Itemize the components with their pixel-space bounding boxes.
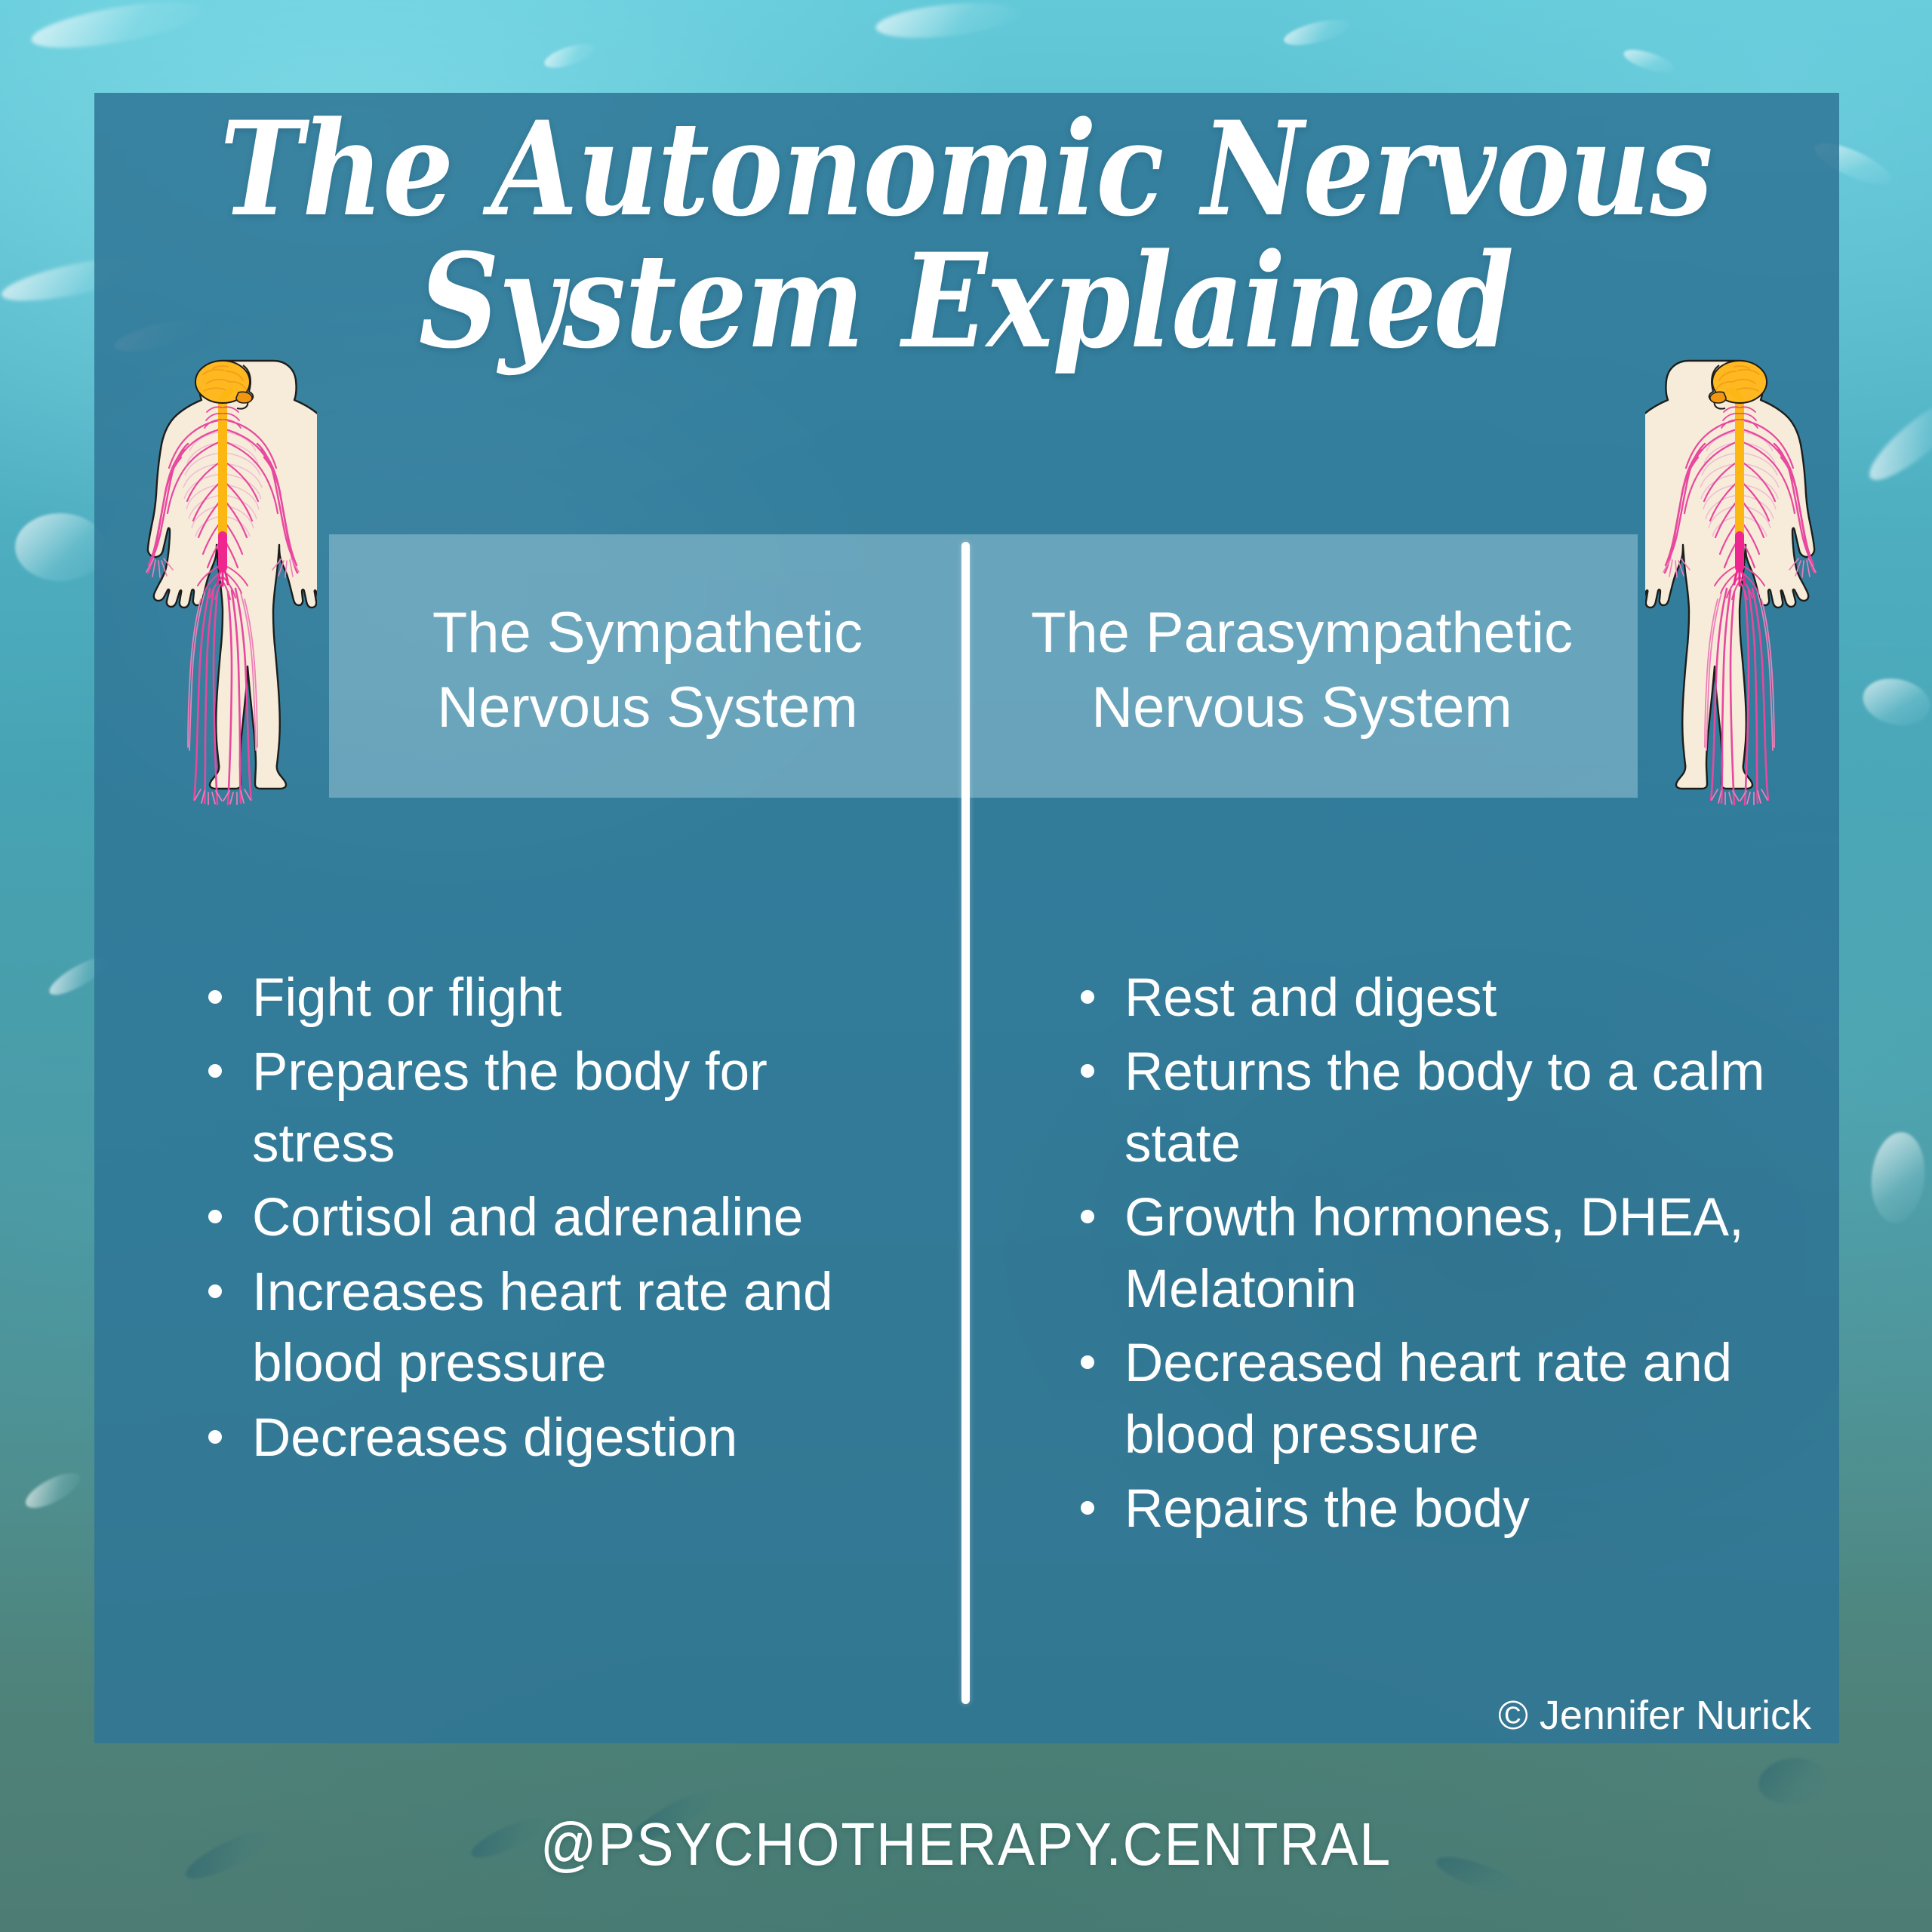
list-item: Decreased heart rate and blood pressure: [1070, 1328, 1780, 1471]
vertical-divider: [961, 542, 970, 1704]
list-item: Cortisol and adrenaline: [198, 1183, 900, 1254]
copyright-credit: © Jennifer Nurick: [1498, 1693, 1811, 1738]
column-header-band: [329, 534, 1638, 798]
list-item: Fight or flight: [198, 963, 900, 1034]
list-item: Returns the body to a calm state: [1070, 1037, 1780, 1180]
column-heading-sympathetic: The Sympathetic Nervous System: [432, 600, 863, 740]
water-droplet: [15, 513, 106, 581]
bullet-list-sympathetic: Fight or flight Prepares the body for st…: [198, 963, 900, 1477]
nervous-system-figure-left: [128, 347, 317, 830]
list-item: Growth hormones, DHEA, Melatonin: [1070, 1183, 1780, 1325]
list-item: Prepares the body for stress: [198, 1037, 900, 1180]
list-item: Increases heart rate and blood pressure: [198, 1257, 900, 1400]
column-heading-parasympathetic: The Parasympathetic Nervous System: [1030, 600, 1574, 740]
list-item: Repairs the body: [1070, 1474, 1780, 1545]
bullet-list-parasympathetic: Rest and digest Returns the body to a ca…: [1070, 963, 1780, 1548]
nervous-system-figure-right: [1645, 347, 1834, 830]
page-title: The Autonomic Nervous System Explained: [220, 92, 1712, 378]
social-handle: @PSYCHOTHERAPY.CENTRAL: [540, 1810, 1392, 1878]
list-item: Decreases digestion: [198, 1403, 900, 1474]
list-item: Rest and digest: [1070, 963, 1780, 1034]
